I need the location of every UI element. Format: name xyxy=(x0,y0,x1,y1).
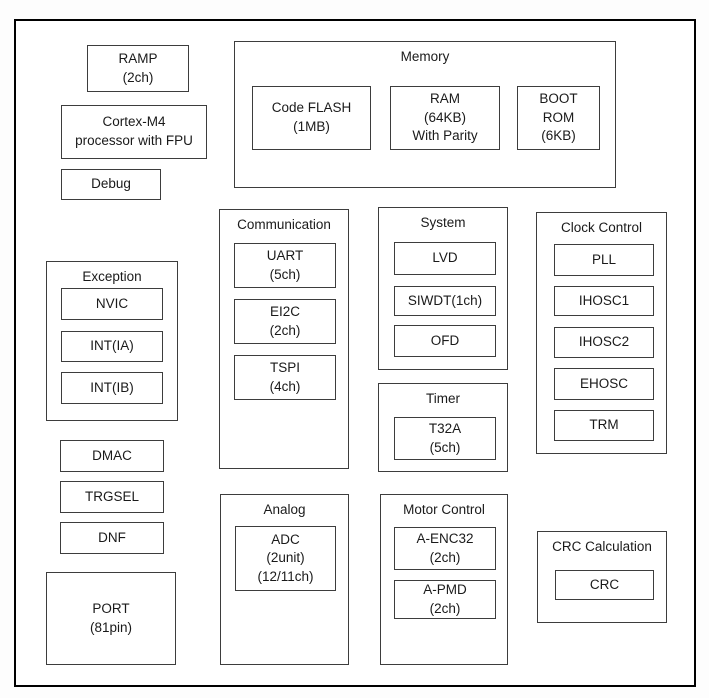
block-cortex-m4: Cortex-M4 processor with FPU xyxy=(61,105,207,159)
block-code-flash: Code FLASH (1MB) xyxy=(252,86,371,150)
block-code-flash-label: Code FLASH (1MB) xyxy=(271,100,352,134)
group-crc-calculation-title: CRC Calculation xyxy=(552,539,652,554)
block-siwdt-label: SIWDT(1ch) xyxy=(407,292,483,308)
mcu-outline: RAMP (2ch) Cortex-M4 processor with FPU … xyxy=(14,19,696,687)
block-adc-label: ADC (2unit) (12/11ch) xyxy=(257,531,314,584)
block-uart: UART (5ch) xyxy=(234,243,336,288)
block-trgsel: TRGSEL xyxy=(60,481,164,513)
block-port: PORT (81pin) xyxy=(46,572,176,665)
block-a-enc32: A-ENC32 (2ch) xyxy=(394,527,496,570)
block-ihosc1: IHOSC1 xyxy=(554,286,654,316)
group-memory-title: Memory xyxy=(400,49,450,64)
block-ehosc: EHOSC xyxy=(554,368,654,400)
group-communication: Communication UART (5ch) EI2C (2ch) TSPI… xyxy=(219,209,349,469)
block-ramp-label: RAMP (2ch) xyxy=(118,50,158,85)
block-ei2c: EI2C (2ch) xyxy=(234,299,336,344)
block-dmac: DMAC xyxy=(60,440,164,472)
group-exception-title: Exception xyxy=(82,269,142,284)
block-ei2c-label: EI2C (2ch) xyxy=(269,303,301,338)
block-ram-label: RAM (64KB) With Parity xyxy=(412,91,478,144)
block-ihosc2-label: IHOSC2 xyxy=(578,334,630,350)
block-tspi: TSPI (4ch) xyxy=(234,355,336,400)
group-motor-control: Motor Control A-ENC32 (2ch) A-PMD (2ch) xyxy=(380,494,508,665)
block-port-label: PORT (81pin) xyxy=(89,600,133,635)
block-debug-label: Debug xyxy=(91,176,131,192)
group-clock-control: Clock Control PLL IHOSC1 IHOSC2 EHOSC TR… xyxy=(536,212,667,454)
block-cortex-m4-label: Cortex-M4 processor with FPU xyxy=(75,114,193,148)
group-system: System LVD SIWDT(1ch) OFD xyxy=(378,207,508,370)
block-ehosc-label: EHOSC xyxy=(579,375,628,391)
group-exception: Exception NVIC INT(IA) INT(IB) xyxy=(46,261,178,421)
block-t32a: T32A (5ch) xyxy=(394,417,496,460)
block-boot-rom-label: BOOT ROM (6KB) xyxy=(539,91,578,144)
group-timer-title: Timer xyxy=(426,391,460,406)
block-trgsel-label: TRGSEL xyxy=(84,488,139,504)
block-lvd-label: LVD xyxy=(432,250,458,266)
block-lvd: LVD xyxy=(394,242,496,275)
block-int-ia-label: INT(IA) xyxy=(90,338,134,354)
group-analog-title: Analog xyxy=(263,502,306,517)
block-crc: CRC xyxy=(555,570,654,600)
block-a-enc32-label: A-ENC32 (2ch) xyxy=(416,530,474,565)
group-analog: Analog ADC (2unit) (12/11ch) xyxy=(220,494,349,665)
block-ramp: RAMP (2ch) xyxy=(87,45,189,92)
block-adc: ADC (2unit) (12/11ch) xyxy=(235,526,336,591)
block-a-pmd: A-PMD (2ch) xyxy=(394,580,496,619)
block-a-pmd-label: A-PMD (2ch) xyxy=(423,581,467,616)
block-siwdt: SIWDT(1ch) xyxy=(394,286,496,316)
block-pll: PLL xyxy=(554,244,654,276)
block-ihosc2: IHOSC2 xyxy=(554,327,654,358)
block-nvic: NVIC xyxy=(61,288,163,320)
block-pll-label: PLL xyxy=(591,251,617,267)
block-ihosc1-label: IHOSC1 xyxy=(578,292,630,308)
group-memory: Memory Code FLASH (1MB) RAM (64KB) With … xyxy=(234,41,616,188)
group-system-title: System xyxy=(420,215,466,230)
block-int-ia: INT(IA) xyxy=(61,331,163,362)
block-dnf: DNF xyxy=(60,522,164,554)
block-int-ib-label: INT(IB) xyxy=(90,379,134,395)
block-int-ib: INT(IB) xyxy=(61,372,163,404)
block-trm-label: TRM xyxy=(589,417,619,433)
block-ram: RAM (64KB) With Parity xyxy=(390,86,500,150)
group-motor-control-title: Motor Control xyxy=(403,502,485,517)
block-dmac-label: DMAC xyxy=(92,447,132,463)
group-crc-calculation: CRC Calculation CRC xyxy=(537,531,667,623)
block-nvic-label: NVIC xyxy=(95,295,129,311)
block-crc-label: CRC xyxy=(589,576,620,592)
group-communication-title: Communication xyxy=(237,217,331,232)
block-debug: Debug xyxy=(61,169,161,200)
block-t32a-label: T32A (5ch) xyxy=(428,420,462,455)
block-trm: TRM xyxy=(554,410,654,441)
block-dnf-label: DNF xyxy=(98,529,126,545)
block-ofd: OFD xyxy=(394,325,496,357)
block-boot-rom: BOOT ROM (6KB) xyxy=(517,86,600,150)
block-ofd-label: OFD xyxy=(430,332,460,348)
group-clock-control-title: Clock Control xyxy=(560,220,643,235)
block-tspi-label: TSPI (4ch) xyxy=(269,359,301,394)
group-timer: Timer T32A (5ch) xyxy=(378,383,508,472)
block-uart-label: UART (5ch) xyxy=(266,247,304,282)
